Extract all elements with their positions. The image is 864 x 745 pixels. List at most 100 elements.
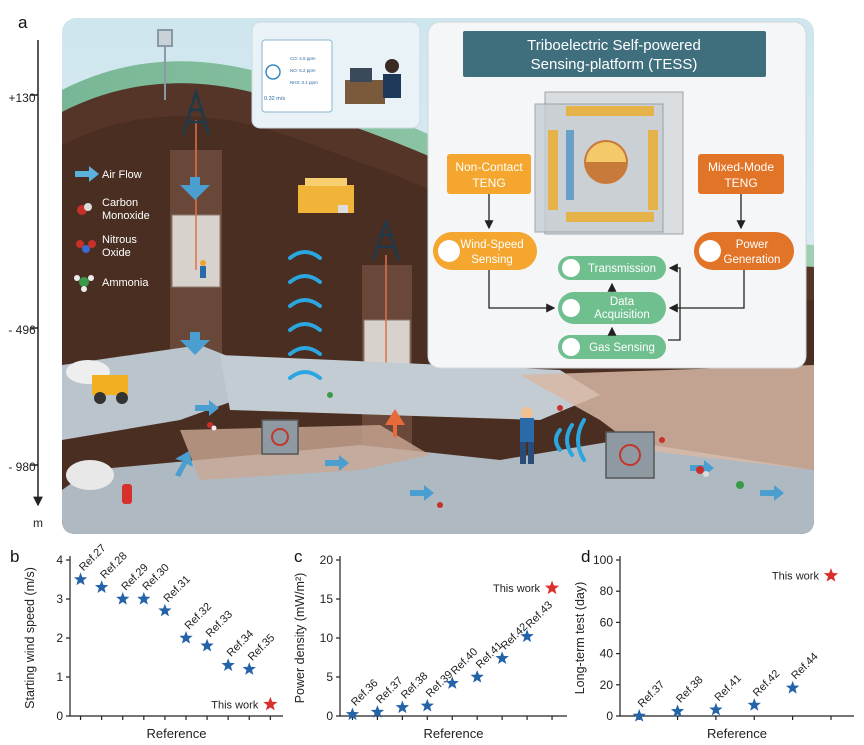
this-work-point [823,568,839,582]
point-label: Ref.41 [713,672,744,703]
power-generation-line1: Power [736,239,769,251]
y-tick-label: 0 [606,709,613,723]
monitor-readout-no: NO: 6.2 ppm [290,68,316,73]
data-point-ref37 [632,709,646,722]
tess-panel: Triboelectric Self-powered Sensing-platf… [427,21,807,369]
data-point-ref37 [370,705,385,718]
data-point-ref31 [158,603,172,617]
y-tick-label: 60 [600,615,614,629]
point-label: Ref.38 [674,674,705,705]
x-axis-label: Reference [147,726,207,741]
this-work-label: This work [493,583,541,595]
transmission-label: Transmission [588,263,656,275]
x-axis-label: Reference [707,726,767,741]
panel-d-letter: d [581,547,590,566]
y-axis-label: Starting wind speed (m/s) [23,567,37,709]
y-tick-label: 3 [56,592,63,606]
y-tick-label: 0 [326,709,333,723]
legend-co-line1: Carbon [102,197,138,209]
data-point-ref42 [747,698,761,711]
point-label: Ref.43 [524,599,555,630]
worker-figure [200,260,534,464]
y-tick-label: 100 [593,553,613,567]
y-axis-label: Long-term test (day) [575,582,587,695]
point-label: Ref.38 [399,670,430,701]
y-axis-label: Power density (mW/m²) [293,573,307,704]
legend-no-line1: Nitrous [102,234,137,246]
data-point-ref43 [520,629,534,643]
mixed-mode-teng-line2: TENG [724,176,757,190]
data-point-ref35 [242,662,256,675]
point-label: Ref.31 [162,573,193,604]
data-point-ref29 [116,592,130,605]
y-tick-label: 5 [326,670,333,684]
point-label: Ref.37 [636,679,667,710]
point-label: Ref.42 [751,668,782,699]
data-point-ref30 [137,592,151,605]
data-point-ref28 [94,580,109,593]
this-work-label: This work [211,699,259,711]
data-acquisition-line1: Data [610,296,635,308]
y-tick-label: 4 [56,553,63,567]
depth-label-130: +130 [8,91,35,105]
y-tick-label: 80 [600,584,614,598]
no-molecule-icon [76,240,96,253]
data-point-ref27 [73,572,88,586]
monitor-readout-wind: 0.32 m/s [264,96,285,102]
depth-axis: +130 - 496 - 980 m [8,40,43,530]
panel-c-letter: c [294,547,303,566]
monitor-readout-co: CO: 4.5 ppm [290,56,316,61]
data-point-ref34 [221,658,235,671]
non-contact-teng-line1: Non-Contact [455,160,523,174]
y-tick-label: 20 [600,678,614,692]
y-tick-label: 15 [320,592,334,606]
y-tick-label: 10 [320,631,334,645]
teng-device [534,91,684,235]
tess-title-line2: Sensing-platform (TESS) [531,56,698,73]
data-point-ref44 [785,680,800,694]
power-generation-line2: Generation [724,254,781,266]
panel-a-illustration: a +130 - 496 - 980 m [8,13,814,534]
x-axis-label: Reference [424,726,484,741]
data-point-ref32 [179,631,193,644]
y-tick-label: 40 [600,647,614,661]
this-work-point [263,696,278,711]
data-point-ref41 [470,670,484,683]
legend-no-line2: Oxide [102,247,131,259]
y-tick-label: 2 [56,631,63,645]
y-tick-label: 1 [56,670,63,684]
depth-label-496: - 496 [8,323,36,337]
legend: Air Flow Carbon Monoxide Nitrous Oxide A… [74,166,150,292]
this-work-label: This work [772,571,820,583]
data-point-ref38 [395,700,410,714]
monitor-panel: CO: 4.5 ppm NO: 6.2 ppm NH3: 3.1 ppm 0.3… [251,21,421,129]
depth-unit: m [33,516,43,530]
wind-speed-sensing-line1: Wind-Speed [460,239,523,251]
gas-molecules [207,392,744,508]
mining-truck [66,360,128,404]
monitor-readout-nh3: NH3: 3.1 ppm [290,80,318,85]
legend-co-line2: Monoxide [102,210,150,222]
nh3-molecule-icon [74,275,94,292]
non-contact-teng-line2: TENG [472,176,505,190]
mixed-mode-teng-line1: Mixed-Mode [708,160,774,174]
arrow-icon [75,166,99,182]
tess-title-line1: Triboelectric Self-powered [527,37,701,54]
wind-speed-sensing-line2: Sensing [471,254,513,266]
point-label: Ref.44 [789,651,820,682]
panel-a-letter: a [18,13,28,32]
y-tick-label: 0 [56,709,63,723]
data-point-ref38 [670,704,685,717]
data-point-ref40 [445,676,459,689]
this-work-point [544,580,560,595]
co-molecule-icon [77,203,92,215]
gas-sensing-label: Gas Sensing [589,342,655,354]
point-label: Ref.36 [349,677,380,708]
data-point-ref42 [495,651,509,664]
data-point-ref33 [200,638,214,652]
legend-air-flow: Air Flow [102,169,142,181]
control-building [298,178,354,213]
